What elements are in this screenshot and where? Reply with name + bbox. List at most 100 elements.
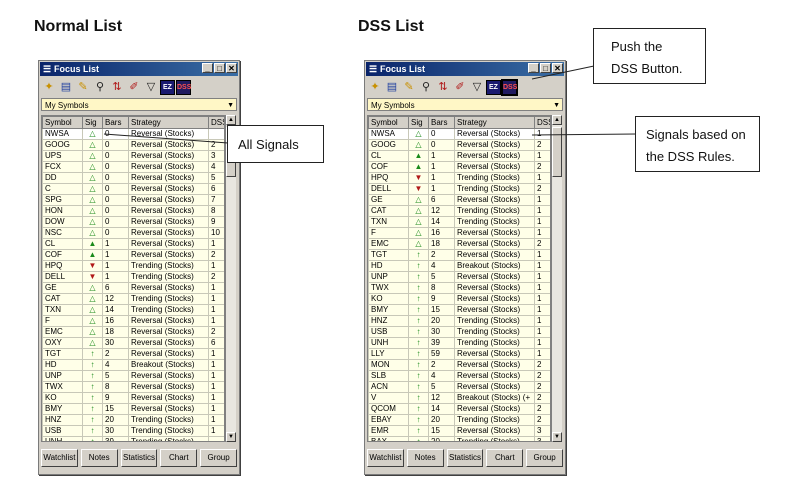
scroll-down-icon[interactable]: ▼ bbox=[226, 432, 236, 442]
maximize-button[interactable]: □ bbox=[540, 63, 551, 73]
column-header-dss[interactable]: DSS bbox=[534, 116, 550, 129]
magnifier-icon[interactable]: ⚲ bbox=[95, 81, 105, 93]
scroll-down-icon[interactable]: ▼ bbox=[552, 432, 562, 442]
ez-button[interactable]: EZ bbox=[160, 79, 175, 95]
scroll-up-icon[interactable]: ▲ bbox=[552, 115, 562, 125]
close-button[interactable]: ✕ bbox=[226, 63, 237, 73]
column-header-sig[interactable]: Sig bbox=[82, 116, 103, 129]
scroll-thumb[interactable] bbox=[552, 127, 562, 177]
vertical-scrollbar[interactable]: ▲ ▼ bbox=[551, 115, 562, 442]
statistics-button[interactable]: Statistics bbox=[120, 449, 158, 467]
edit-icon[interactable]: ✐ bbox=[455, 81, 465, 93]
symbol-list-dropdown[interactable]: My Symbols ▼ bbox=[367, 98, 563, 111]
ez-button[interactable]: EZ bbox=[486, 79, 501, 95]
edit-icon[interactable]: ✐ bbox=[129, 81, 139, 93]
chart-button[interactable]: Chart bbox=[160, 449, 198, 467]
column-header-bars[interactable]: Bars bbox=[102, 116, 129, 129]
window-titlebar[interactable]: ☰Focus List _ □ ✕ bbox=[366, 62, 564, 76]
minimize-button[interactable]: _ bbox=[202, 63, 213, 73]
pencil-icon[interactable]: ✎ bbox=[78, 81, 88, 93]
dropdown-arrow-icon[interactable]: ▼ bbox=[227, 102, 234, 109]
list-icon[interactable]: ▤ bbox=[386, 81, 398, 93]
sort-icon[interactable]: ⇅ bbox=[112, 81, 122, 93]
dss-button[interactable]: DSS bbox=[176, 79, 191, 95]
notes-button[interactable]: Notes bbox=[406, 449, 444, 467]
watchlist-button[interactable]: Watchlist bbox=[41, 449, 78, 467]
scroll-up-icon[interactable]: ▲ bbox=[226, 115, 236, 125]
filter-icon[interactable]: ▽ bbox=[472, 81, 482, 93]
magnifier-icon[interactable]: ⚲ bbox=[421, 81, 431, 93]
watchlist-button[interactable]: Watchlist bbox=[367, 449, 404, 467]
dropdown-arrow-icon[interactable]: ▼ bbox=[553, 102, 560, 109]
sig-highlight-icon[interactable]: ✦ bbox=[44, 81, 54, 93]
sort-icon[interactable]: ⇅ bbox=[438, 81, 448, 93]
pencil-icon[interactable]: ✎ bbox=[404, 81, 414, 93]
statistics-button[interactable]: Statistics bbox=[446, 449, 484, 467]
dss-button[interactable]: DSS bbox=[501, 78, 518, 96]
group-button[interactable]: Group bbox=[200, 449, 237, 467]
filter-icon[interactable]: ▽ bbox=[146, 81, 156, 93]
list-icon[interactable]: ▤ bbox=[60, 81, 72, 93]
column-header-sig[interactable]: Sig bbox=[408, 116, 429, 129]
column-header-bars[interactable]: Bars bbox=[428, 116, 455, 129]
close-button[interactable]: ✕ bbox=[552, 63, 563, 73]
column-header-strategy[interactable]: Strategy bbox=[128, 116, 209, 129]
column-header-dss[interactable]: DSS bbox=[208, 116, 224, 129]
sig-highlight-icon[interactable]: ✦ bbox=[370, 81, 380, 93]
vertical-scrollbar[interactable]: ▲ ▼ bbox=[225, 115, 236, 442]
